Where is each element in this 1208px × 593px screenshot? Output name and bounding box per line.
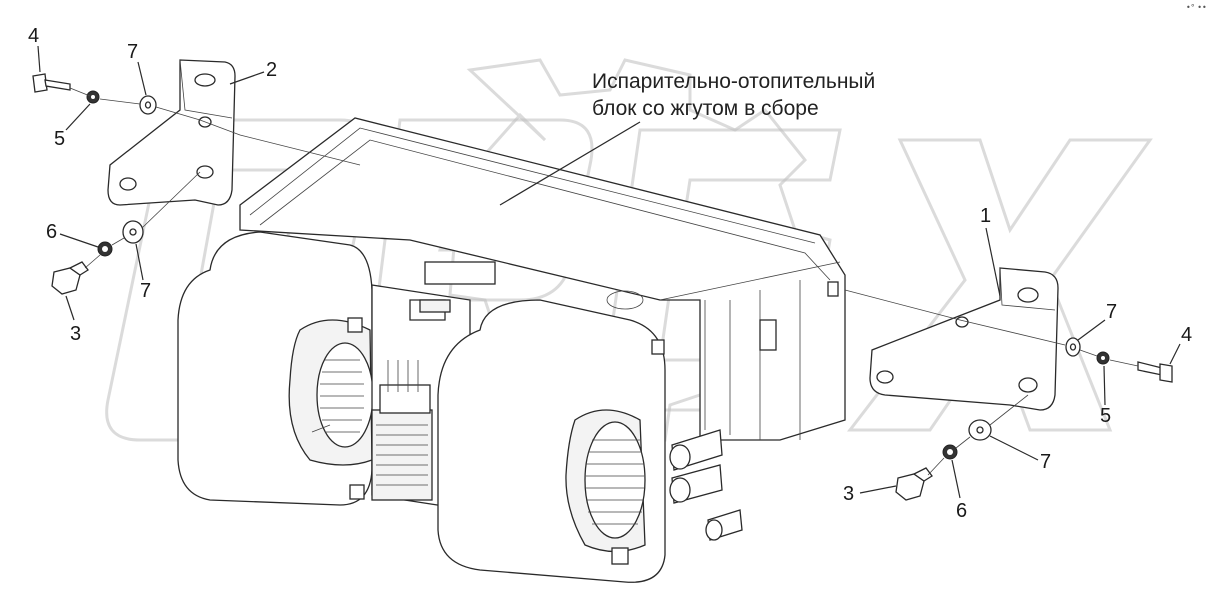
unit-label-plate: [606, 290, 644, 310]
callout-left-lockwasher: 5: [54, 128, 65, 150]
left-bracket-assembly: [32, 59, 361, 295]
callout-left-nut: 6: [46, 221, 57, 243]
callout-right-washer-bottom: 7: [1040, 451, 1051, 473]
right-bolt: [1137, 361, 1173, 383]
callout-right-bracket: 1: [980, 205, 991, 227]
right-bracket-assembly: [844, 267, 1173, 501]
evaporator-heater-unit: [177, 117, 846, 583]
callout-right-washer-top: 7: [1106, 301, 1117, 323]
right-bracket: [869, 267, 1059, 411]
callout-left-bolt: 4: [28, 25, 39, 47]
callout-right-lockwasher: 5: [1100, 405, 1111, 427]
callout-left-bracket: 2: [266, 59, 277, 81]
corner-mark: •° •••: [1186, 3, 1208, 12]
right-blower: [437, 299, 666, 583]
unit-tab: [827, 281, 839, 297]
callout-right-nut: 6: [956, 500, 967, 522]
pipe-fittings: [669, 429, 743, 541]
callout-right-bolt: 4: [1181, 324, 1192, 346]
right-screw: [895, 467, 933, 501]
callout-right-screw: 3: [843, 483, 854, 505]
title-leader-line: [499, 121, 641, 206]
watermark-letter-x: [846, 138, 1153, 432]
callout-left-screw: 3: [70, 323, 81, 345]
callouts: 4 7 2 5 6 7 3 1 7 4 5 7 3 6: [28, 25, 1192, 522]
left-blower: [177, 231, 374, 506]
title-line-1: Испарительно-отопительный: [592, 70, 875, 93]
unit-top-housing: [239, 117, 846, 441]
callout-left-washer-bottom: 7: [140, 280, 151, 302]
unit-connector: [424, 261, 496, 285]
left-screw: [51, 261, 89, 295]
left-bolt: [32, 73, 71, 93]
callout-left-washer-top: 7: [127, 41, 138, 63]
unit-clip: [759, 319, 777, 351]
title-annotation: Испарительно-отопительный блок со жгутом…: [499, 70, 875, 206]
title-line-2: блок со жгутом в сборе: [592, 97, 819, 120]
